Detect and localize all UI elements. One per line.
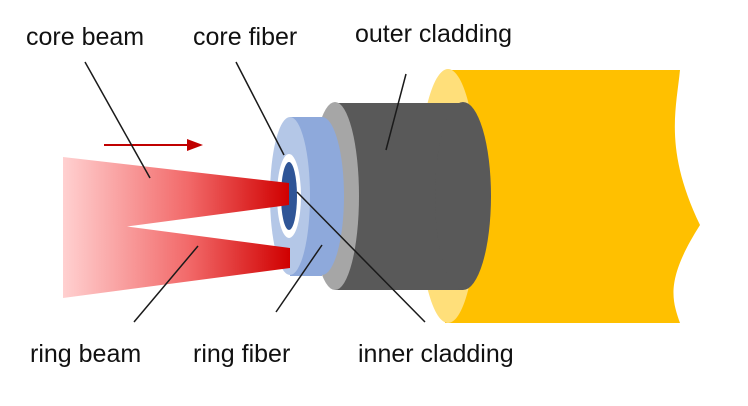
label-core-fiber: core fiber bbox=[193, 23, 297, 51]
core-beam-leader bbox=[84, 61, 151, 179]
outer-cladding-shape bbox=[311, 102, 491, 290]
core-beam-shape bbox=[63, 157, 289, 235]
direction-arrow-icon bbox=[104, 139, 203, 151]
ring-beam-shape bbox=[63, 218, 290, 298]
label-ring-fiber: ring fiber bbox=[193, 340, 290, 368]
label-outer-cladding: outer cladding bbox=[355, 20, 512, 48]
label-ring-beam: ring beam bbox=[30, 340, 141, 368]
outer-cladding-leader bbox=[385, 73, 407, 151]
inner-cladding-leader bbox=[296, 191, 426, 323]
core-fiber-leader bbox=[235, 61, 285, 156]
label-core-beam: core beam bbox=[26, 23, 144, 51]
label-inner-cladding: inner cladding bbox=[358, 340, 514, 368]
ring-fiber-leader bbox=[275, 244, 323, 313]
ring-beam-leader bbox=[133, 245, 199, 323]
